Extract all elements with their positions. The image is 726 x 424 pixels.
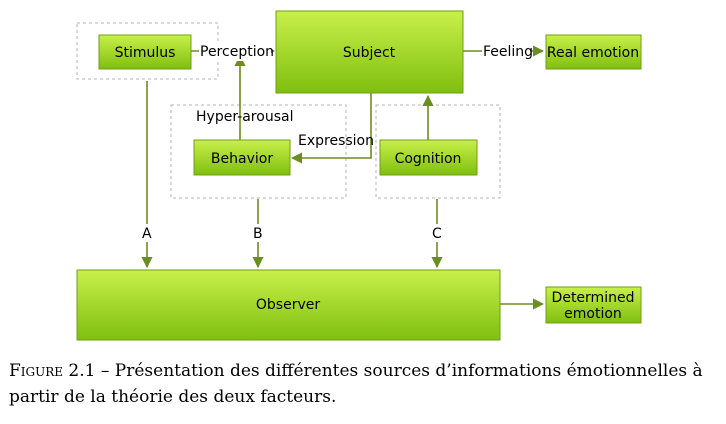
caption-figure-label: Figure 2.1	[9, 361, 96, 381]
label-bg-perception	[199, 43, 271, 61]
node-cognition-label: Cognition	[395, 151, 462, 167]
node-observer-label: Observer	[256, 297, 320, 313]
node-subject: Subject	[275, 10, 464, 94]
node-behavior: Behavior	[193, 139, 291, 176]
node-behavior-label: Behavior	[211, 151, 273, 167]
node-real-emotion: Real emotion	[545, 34, 642, 70]
caption-text: Présentation des différentes sources d’i…	[9, 361, 703, 407]
label-a: A	[142, 226, 152, 242]
label-perception: Perception	[200, 44, 274, 60]
label-bg-a	[141, 224, 153, 242]
edge-subject-behavior	[290, 93, 372, 164]
cognition-group-frame	[375, 104, 501, 199]
label-bg-b	[252, 224, 264, 242]
node-stimulus-label: Stimulus	[115, 45, 176, 61]
node-cognition: Cognition	[379, 139, 478, 176]
node-determined-emotion-line2: emotion	[564, 306, 622, 322]
label-b: B	[253, 226, 263, 242]
label-feeling: Feeling	[483, 44, 533, 60]
behavior-group-frame	[170, 104, 347, 199]
node-determined-emotion-line1: Determined	[552, 290, 635, 306]
node-real-emotion-label: Real emotion	[547, 45, 639, 61]
caption-dash: –	[95, 361, 115, 381]
node-observer: Observer	[76, 269, 501, 341]
label-bg-feeling	[482, 43, 530, 61]
node-determined-emotion: Determined emotion	[545, 286, 642, 324]
node-stimulus: Stimulus	[98, 34, 192, 70]
label-expression: Expression	[298, 133, 374, 149]
emotion-diagram: Perception Feeling Hyper-arousal Express…	[76, 10, 642, 341]
label-hyper-arousal: Hyper-arousal	[196, 109, 293, 125]
figure-caption: Figure 2.1 – Présentation des différente…	[9, 358, 721, 410]
label-bg-c	[431, 224, 443, 242]
node-subject-label: Subject	[343, 45, 396, 61]
label-c: C	[432, 226, 442, 242]
